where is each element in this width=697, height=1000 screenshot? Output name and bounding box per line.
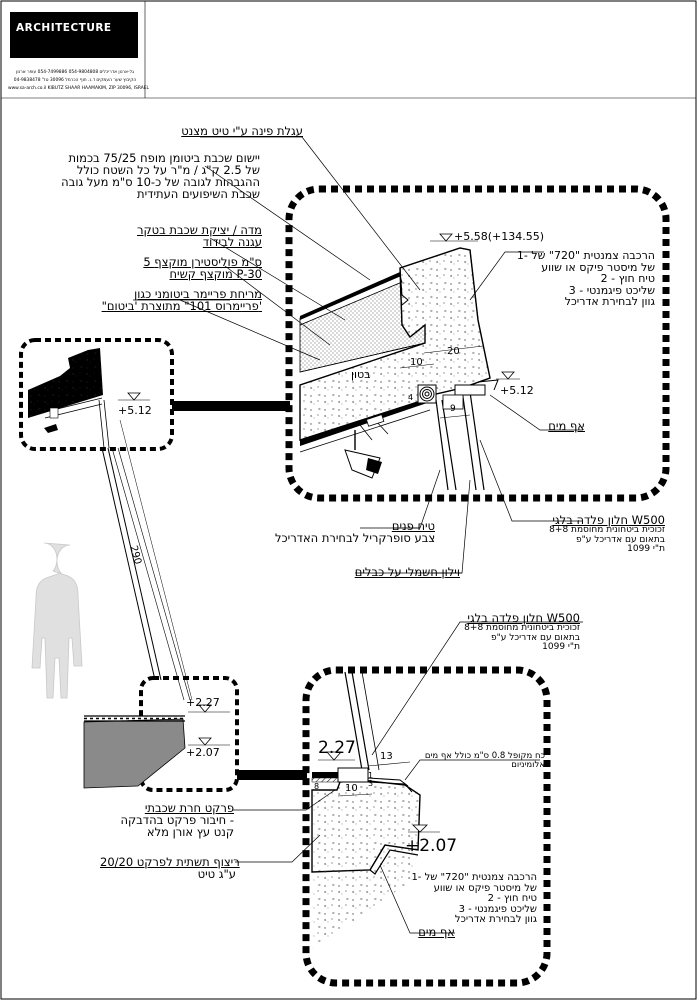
label-corner-flashing: עגלת פינה ע"י טיט מצנט bbox=[181, 124, 303, 138]
small-top-frame bbox=[19, 338, 174, 451]
label-leveling: יישום שכבת ביטומן מופח 75/25 בכמות של 2.… bbox=[61, 151, 260, 202]
dim-top-512-small: +5.12 bbox=[118, 404, 152, 417]
title-line-2: הקיבוץ שער העמקים ד.נ. חוף הכרמל 30096 ט… bbox=[13, 78, 137, 83]
dim-4: 4 bbox=[408, 393, 414, 402]
dim-8: 8 bbox=[314, 782, 320, 791]
label-tile-bed: ריצוף תשתית לפרקט 20/20 ע"ג טיט bbox=[100, 855, 240, 882]
dim-227-small: +2.27 bbox=[186, 696, 220, 709]
label-sill-finish: 1- הרכבה צמנטית "720" של של מיסטר פיקס א… bbox=[411, 872, 537, 925]
title-line-1: גל-ארנון אדריכלים 054-9804808 054-749988… bbox=[16, 70, 134, 75]
label-drip-sill: כח מקופל 0.8 ס"מ כולל אף מים אלומיניום bbox=[424, 751, 545, 770]
dim-3: 3 bbox=[368, 779, 374, 788]
label-drip-bottom: אף מים bbox=[418, 925, 455, 939]
label-curtain: וילון חשמלי על כבלים bbox=[354, 565, 460, 579]
label-interior-plaster: טיח פנים צבע סופרקריל לבחירת האדריכל bbox=[275, 519, 436, 546]
label-parapet-finish: 1- הרכבה צמנטית "720" של של מיסטר פיקס א… bbox=[516, 249, 655, 309]
label-drip-top: אף מים bbox=[548, 419, 585, 433]
title-line-3: www.sa-arch.co.il KIBUTZ SHAAR HAAMAKIM,… bbox=[8, 86, 149, 91]
person-silhouette bbox=[31, 542, 83, 699]
label-slope-layer: מדה / יציקת שכבת בטקר עגנה לבידוד bbox=[137, 223, 262, 250]
logo-text: ARCHITECTURE bbox=[16, 22, 112, 34]
bottom-connector-bar bbox=[237, 770, 307, 780]
label-parquet: פרקט חרת שכבתי חיבור פרקט בהדבקה - קנט ע… bbox=[120, 801, 234, 840]
dim-top-level: +5.58(+134.55) bbox=[454, 230, 544, 243]
bottom-detail-frame bbox=[302, 666, 551, 987]
label-insulation: 5 ס"מ פוליסטירן מוקצף מוקצף קשיח P-30 bbox=[143, 255, 262, 282]
dim-13: 13 bbox=[380, 751, 393, 762]
top-connector-bar bbox=[172, 401, 290, 411]
title-block: ARCHITECTURE גל-ארנון אדריכלים 054-98048… bbox=[8, 8, 149, 94]
dim-1: 1 bbox=[368, 771, 374, 780]
label-window-bottom: חלון פלדה בלגי W500 זכוכית ביטחונית מחוס… bbox=[464, 611, 580, 652]
dim-20: 20 bbox=[447, 346, 460, 357]
label-concrete: בטון bbox=[351, 368, 371, 381]
dim-top-512-big: +5.12 bbox=[500, 384, 534, 397]
label-primer: מריחת פריימר ביטומני כגון "פריימרוס 101"… bbox=[101, 287, 262, 314]
top-detail-frame bbox=[285, 185, 670, 502]
dim-207-big: +2.07 bbox=[405, 836, 458, 856]
dim-207-small: +2.07 bbox=[186, 746, 220, 759]
dim-10b: 10 bbox=[345, 783, 358, 794]
dim-9: 9 bbox=[450, 404, 456, 414]
dim-10: 10 bbox=[410, 357, 423, 368]
label-window-top: חלון פלדה בלגי W500 זכוכית ביטחונית מחוס… bbox=[549, 513, 665, 554]
firm-logo: ARCHITECTURE bbox=[10, 12, 138, 58]
dim-227-big: 2.27 bbox=[318, 738, 356, 758]
